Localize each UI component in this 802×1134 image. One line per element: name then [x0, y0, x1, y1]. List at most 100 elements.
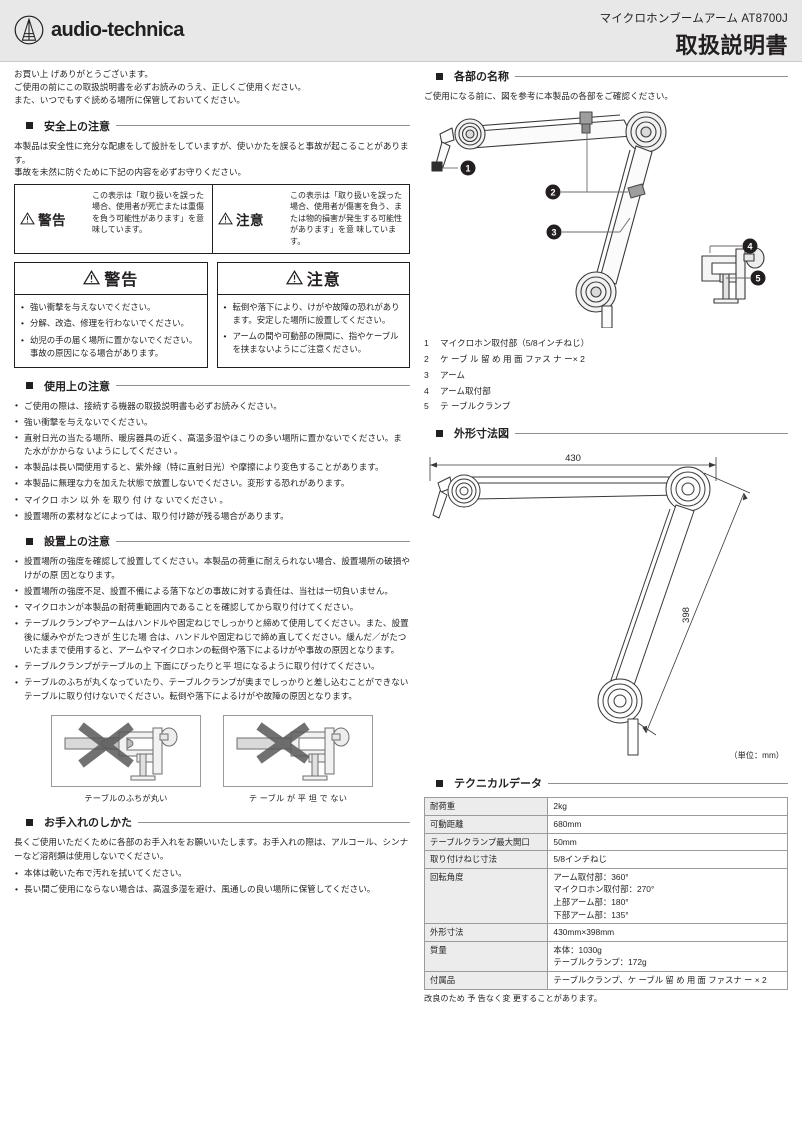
parts-list-item: 4 アーム取付部	[424, 384, 788, 400]
callout-badge-3: 3	[546, 224, 562, 240]
parts-item-label: ケ ーブ ル 留 め 用 面 ファス ナ ー× 2	[440, 353, 585, 364]
warning-triangle-icon	[20, 212, 35, 225]
callout-badge-4: 4	[742, 238, 758, 254]
caution-box-body: 転倒や落下により、けがや故障の恐れがあります。安定した場所に設置してください。 …	[218, 295, 410, 364]
tech-key: 可動距離	[423, 814, 549, 834]
ng-figure-caption: テーブルのふちが丸い	[84, 794, 168, 804]
brand-name: audio-technica	[51, 18, 184, 41]
parts-item-number: 2	[424, 353, 429, 364]
right-column: 各部の名称 ご使用になる前に、図を参考に本製品の各部をご確認ください。	[423, 68, 788, 1004]
heading-rule	[138, 821, 410, 823]
table-row: 回転角度 アーム取付部：360° マイクロホン取付部：270° 上部アーム部：1…	[423, 867, 788, 925]
heading-rule	[548, 782, 788, 784]
caution-triangle-icon	[285, 270, 303, 285]
parts-list-item: 2 ケ ーブ ル 留 め 用 面 ファス ナ ー× 2	[424, 352, 788, 368]
page-body: お買い上 げありがとうございます。 ご使用の前にこの取扱説明書を必ずお読みのうえ…	[0, 62, 802, 1134]
caution-box-header: 注意	[217, 263, 409, 295]
square-bullet-icon	[436, 779, 443, 787]
tech-value: 本体：1030g テーブルクランプ：172g	[547, 940, 788, 973]
heading-rule	[515, 432, 788, 434]
svg-text:5: 5	[755, 273, 760, 283]
boom-arm-dimension-drawing: 430	[429, 453, 751, 756]
dimension-unit-note: （単位：mm）	[729, 751, 784, 761]
section-title-care: お手入れのしかた	[44, 817, 132, 830]
ng-figure-row: テーブルのふちが丸い	[14, 715, 410, 804]
table-row: 取り付けねじ寸法 5/8インチねじ	[423, 850, 788, 869]
boom-arm-parts-diagram: 1 2 3 4 5	[431, 111, 766, 328]
svg-text:4: 4	[747, 241, 752, 251]
definition-caution-text: この表示は「取り扱いを誤った場合、使用者が傷害を負う、または物的損害が発生する可…	[290, 190, 402, 246]
caution-item: アームの間や可動部の隙間に、指やケーブルを挟まないようにご注意ください。	[224, 330, 404, 356]
usage-item: 本製品は長い間使用すると、紫外線（特に直射日光）や摩擦により変色することがありま…	[14, 461, 410, 475]
usage-item: ご使用の際は、接続する機器の取扱説明書も必ずお読みください。	[14, 399, 410, 414]
care-lead: 長くご使用いただくために各部のお手入れをお願いいたします。お手入れの際は、アルコ…	[14, 837, 409, 862]
usage-item: 設置場所の素材などによっては、取り付け跡が残る場合があります。	[14, 509, 410, 524]
parts-name-list: 1 マイクロホン取付部（5/8インチねじ） 2 ケ ーブ ル 留 め 用 面 フ…	[424, 336, 788, 415]
tech-value: 5/8インチねじ	[547, 850, 788, 869]
caution-item: 転倒や落下により、けがや故障の恐れがあります。安定した場所に設置してください。	[224, 301, 404, 327]
section-heading-dimensions: 外形寸法図	[424, 425, 788, 441]
safety-lead-1: 本製品は安全性に充分な配慮をして設計をしていますが、使いかたを誤ると事故が起こる…	[14, 140, 409, 165]
parts-item-number: 4	[424, 385, 429, 396]
ng-figure-caption: テ ーブル が 平 坦 で ない	[248, 794, 348, 804]
definition-caution-label: 注意	[236, 212, 264, 228]
ng-figure-round-edge: テーブルのふちが丸い	[51, 715, 201, 804]
usage-item: マイクロ ホン 以 外 を 取り 付 け な いでください 。	[14, 493, 410, 508]
install-item: テーブルクランプやアームはハンドルや固定ねじでしっかりと締めて使用してください。…	[14, 617, 410, 658]
warning-caution-row: 警告 強い衝撃を与えないでください。 分解、改造、修理を行わないでください。 幼…	[14, 261, 410, 368]
install-item: テーブルのふちが丸くなっていたり、テーブルクランプが奥までしっかりと差し込むこと…	[14, 676, 410, 703]
definition-warning-symbol: 警告	[20, 190, 92, 248]
warning-item: 幼児の手の届く場所に置かないでください。事故の原因になる場合があります。	[21, 334, 201, 360]
svg-text:3: 3	[551, 227, 556, 237]
audio-technica-circle-logo	[14, 15, 44, 45]
section-title-install: 設置上の注意	[44, 536, 110, 549]
install-item: テーブルクランプがテーブルの上 下面にぴったりと平 坦になるように取り付けてくだ…	[14, 660, 410, 674]
tech-key: 回転角度	[423, 867, 549, 925]
safety-lead-2: 事故を未然に防ぐために下記の内容を必ずお守りください。	[14, 166, 247, 177]
callout-badge-5: 5	[750, 270, 766, 286]
table-row: 質量 本体：1030g テーブルクランプ：172g	[423, 940, 788, 973]
definition-warning-label: 警告	[38, 212, 66, 228]
square-bullet-icon	[436, 72, 443, 80]
parts-item-label: マイクロホン取付部（5/8インチねじ）	[440, 337, 590, 348]
ng-figure-frame	[223, 715, 373, 788]
tech-key: 耐荷重	[423, 797, 549, 816]
parts-item-number: 1	[424, 337, 429, 348]
definition-warning-text: この表示は「取り扱いを誤った場合、使用者が死亡または重傷を負う可能性があります」…	[92, 190, 204, 235]
section-heading-tech: テクニカルデータ	[424, 775, 788, 791]
usage-list: ご使用の際は、接続する機器の取扱説明書も必ずお読みください。 強い衝撃を与えない…	[14, 399, 410, 524]
section-heading-install: 設置上の注意	[14, 533, 410, 549]
install-item: マイクロホンが本製品の耐荷重範囲内であることを確認してから取り付けてください。	[14, 600, 410, 615]
callout-badge-2: 2	[545, 184, 561, 200]
heading-rule	[515, 75, 788, 77]
heading-rule	[116, 385, 410, 387]
section-heading-usage: 使用上の注意	[14, 378, 410, 394]
intro-line-2: ご使用の前にこの取扱説明書を必ずお読みのうえ、正しくご使用ください。	[14, 81, 307, 92]
definition-warning: 警告 この表示は「取り扱いを誤った場合、使用者が死亡または重傷を負う可能性があり…	[15, 185, 212, 253]
section-heading-safety: 安全上の注意	[14, 118, 410, 134]
tech-key: 付属品	[423, 971, 549, 990]
table-row: テーブルクランプ最大開口 50mm	[423, 832, 788, 852]
tech-value: アーム取付部：360° マイクロホン取付部：270° 上部アーム部：180° 下…	[547, 867, 788, 925]
parts-item-label: テ ーブルクランプ	[440, 401, 511, 412]
safety-definition-row: 警告 この表示は「取り扱いを誤った場合、使用者が死亡または重傷を負う可能性があり…	[14, 183, 410, 254]
section-heading-parts: 各部の名称	[424, 68, 788, 84]
warning-item: 強い衝撃を与えないでください。	[21, 301, 201, 314]
svg-text:1: 1	[465, 163, 470, 173]
warning-box-body: 強い衝撃を与えないでください。 分解、改造、修理を行わないでください。 幼児の手…	[15, 295, 207, 367]
usage-item: 本製品に無理な力を加えた状態で放置しないでください。変形する恐れがあります。	[14, 477, 410, 491]
warning-box-header: 警告	[15, 263, 207, 295]
caution-box: 注意 転倒や落下により、けがや故障の恐れがあります。安定した場所に設置してくださ…	[216, 261, 410, 368]
intro-line-1: お買い上 げありがとうございます。	[14, 69, 154, 79]
caution-triangle-icon	[218, 212, 233, 225]
intro-block: お買い上 げありがとうございます。 ご使用の前にこの取扱説明書を必ずお読みのうえ…	[14, 68, 410, 108]
care-item: 本体は乾いた布で汚れを拭いてください。	[14, 867, 410, 881]
care-item: 長い間ご使用にならない場合は、高温多湿を避け、風通しの良い場所に保管してください…	[14, 883, 410, 897]
tech-footnote: 改良のため 予 告なく変 更することがあります。	[424, 993, 602, 1003]
parts-item-number: 5	[424, 401, 429, 412]
left-column: お買い上 げありがとうございます。 ご使用の前にこの取扱説明書を必ずお読みのうえ…	[14, 68, 410, 899]
definition-caution: 注意 この表示は「取り扱いを誤った場合、使用者が傷害を負う、または物的損害が発生…	[212, 184, 409, 253]
table-clamp-round-edge-ng-icon	[64, 722, 178, 781]
svg-text:2: 2	[550, 187, 555, 197]
table-row: 付属品 テーブルクランプ、ケ ーブル 留 め 用 面 ファスナ ー × 2	[423, 971, 788, 990]
